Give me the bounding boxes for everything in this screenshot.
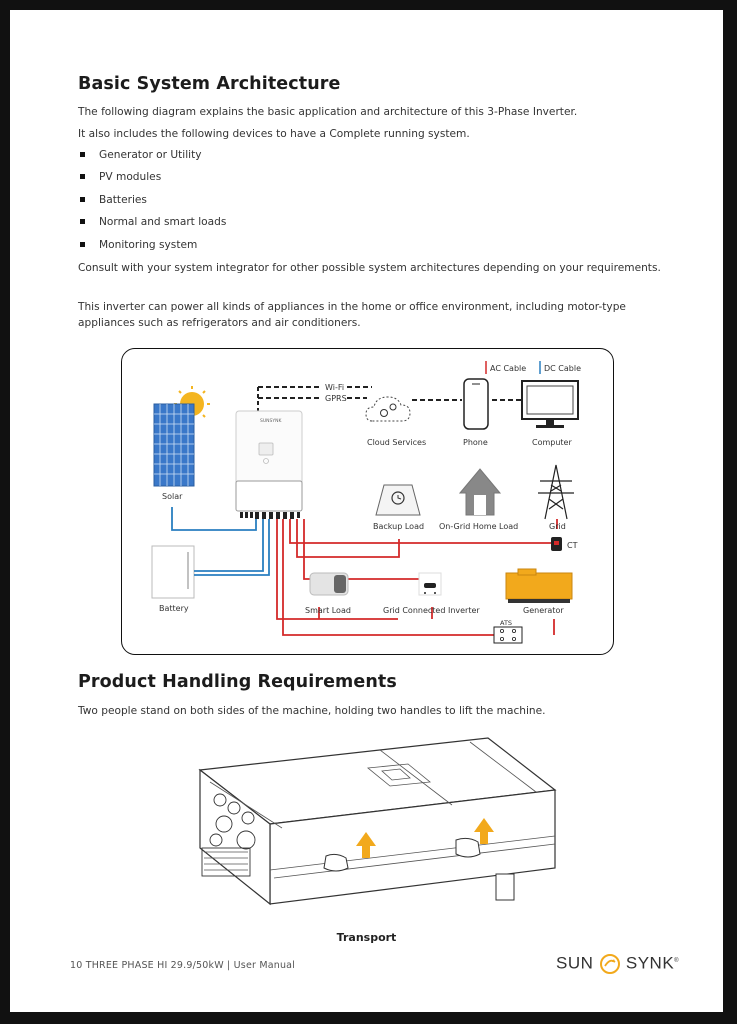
grid-label: Grid bbox=[549, 522, 566, 531]
dc-cables bbox=[171, 507, 270, 576]
footer-page-info: 10 THREE PHASE HI 29.9/50kW | User Manua… bbox=[70, 960, 296, 971]
ongrid-home-load-label: On-Grid Home Load bbox=[439, 522, 518, 531]
computer-icon bbox=[521, 380, 579, 428]
battery-icon bbox=[151, 545, 195, 599]
generator-label: Generator bbox=[523, 606, 564, 615]
brand-right: SYNK bbox=[625, 953, 675, 973]
grid-connected-inverter-icon bbox=[418, 572, 442, 596]
phone-icon bbox=[463, 378, 489, 430]
inverter-transport-illustration bbox=[198, 737, 557, 906]
grid-tower-icon bbox=[538, 464, 574, 520]
inverter-brand-label: SUNSYNK bbox=[260, 418, 282, 424]
intro-paragraph-2: It also includes the following devices t… bbox=[78, 128, 470, 140]
ct-label: CT bbox=[567, 541, 578, 550]
illustration-caption: Transport bbox=[336, 931, 397, 944]
list-item: PV modules bbox=[78, 169, 226, 191]
house-icon bbox=[458, 468, 502, 516]
cloud-label: Cloud Services bbox=[367, 438, 426, 447]
phone-label: Phone bbox=[463, 438, 488, 447]
intro-paragraph-1: The following diagram explains the basic… bbox=[78, 106, 578, 118]
smart-load-icon bbox=[309, 572, 349, 596]
solar-label: Solar bbox=[162, 492, 183, 501]
architecture-diagram-svg: AC Cable DC Cable Wi-Fi GPRS Cloud Servi… bbox=[151, 361, 581, 644]
manual-page: Basic System Architecture The following … bbox=[10, 10, 723, 1012]
device-list: Generator or Utility PV modules Batterie… bbox=[78, 147, 226, 259]
heading-basic-system-architecture: Basic System Architecture bbox=[78, 74, 341, 94]
ats-switch-icon bbox=[493, 626, 523, 644]
list-item: Normal and smart loads bbox=[78, 214, 226, 236]
inverter-icon: SUNSYNK bbox=[235, 410, 303, 519]
appliances-paragraph: This inverter can power all kinds of app… bbox=[78, 301, 626, 329]
generator-icon bbox=[505, 568, 573, 603]
wifi-label: Wi-Fi bbox=[325, 383, 344, 392]
brand-logo: SUN SYNK® bbox=[556, 953, 679, 975]
grid-connected-inverter-label: Grid Connected Inverter bbox=[383, 606, 480, 615]
solar-panel-icon bbox=[153, 403, 195, 487]
gprs-label: GPRS bbox=[325, 394, 347, 403]
left-hand-icon bbox=[323, 853, 349, 872]
architecture-diagram: AC Cable DC Cable Wi-Fi GPRS Cloud Servi… bbox=[121, 348, 614, 655]
computer-label: Computer bbox=[532, 438, 572, 447]
legend-ac-label: AC Cable bbox=[490, 364, 526, 373]
sunsynk-logo-icon bbox=[599, 954, 620, 974]
cloud-icon bbox=[365, 396, 411, 422]
handling-paragraph: Two people stand on both sides of the ma… bbox=[78, 705, 546, 717]
consult-paragraph: Consult with your system integrator for … bbox=[78, 262, 661, 274]
ats-label: ATS bbox=[500, 619, 512, 627]
backup-load-icon bbox=[375, 484, 421, 516]
heading-product-handling: Product Handling Requirements bbox=[78, 672, 397, 692]
list-item: Monitoring system bbox=[78, 237, 226, 259]
list-item: Generator or Utility bbox=[78, 147, 226, 169]
lift-arrow-icon bbox=[356, 818, 494, 858]
mount-bracket bbox=[495, 873, 515, 901]
brand-left: SUN bbox=[556, 953, 594, 973]
brand-mark: ® bbox=[674, 957, 680, 964]
list-item: Batteries bbox=[78, 192, 226, 214]
backup-load-label: Backup Load bbox=[373, 522, 424, 531]
battery-label: Battery bbox=[159, 604, 189, 613]
right-hand-icon bbox=[455, 837, 481, 858]
smart-load-label: Smart Load bbox=[305, 606, 351, 615]
legend-dc-label: DC Cable bbox=[544, 364, 581, 373]
